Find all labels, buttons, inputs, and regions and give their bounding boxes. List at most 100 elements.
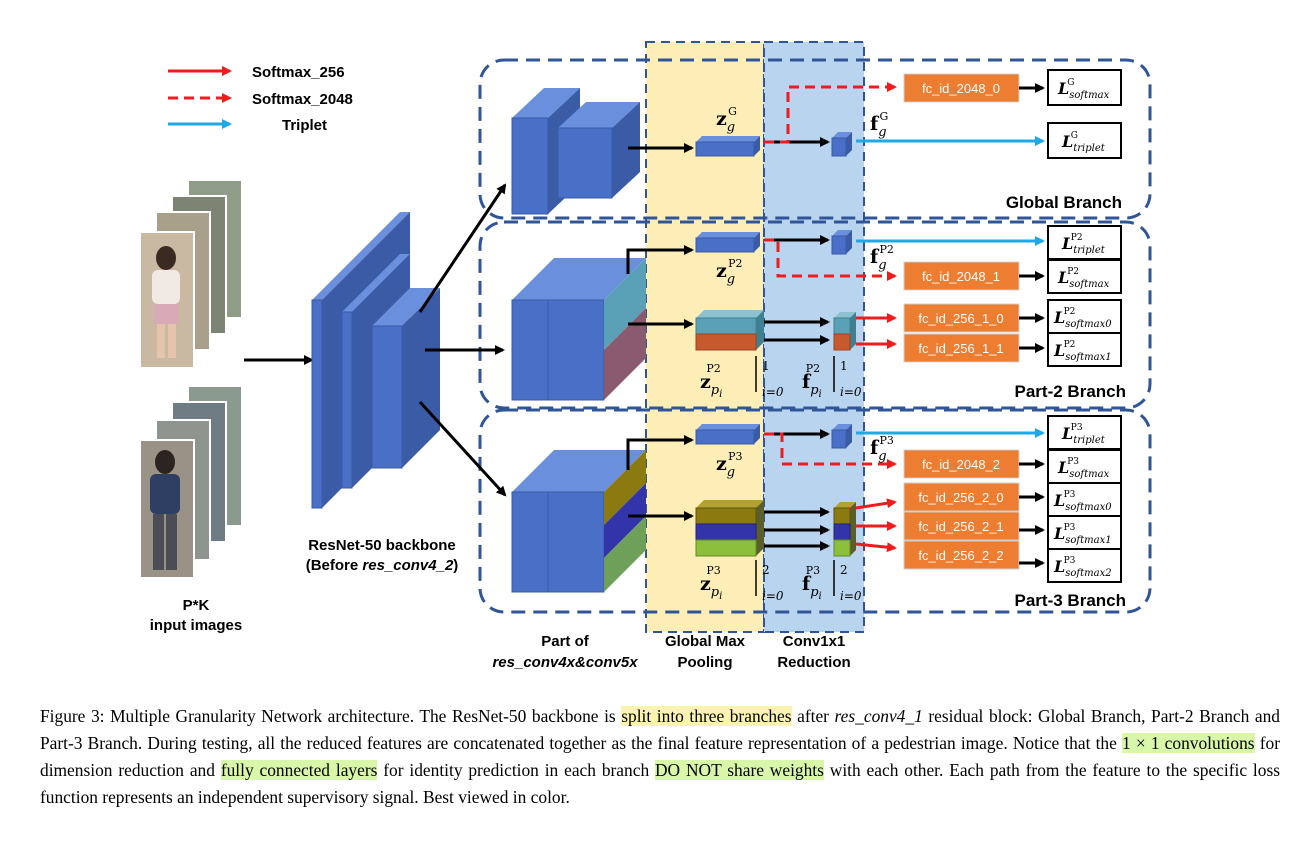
loss-triplet-p3: LtripletP3 (1047, 415, 1122, 450)
resnet50-backbone (311, 212, 440, 509)
caption-highlight-noshare: DO NOT share weights (655, 760, 824, 780)
symbol-zp-p3: zpiP3 (700, 564, 722, 602)
part3-branch-frame (478, 408, 1152, 614)
column-label-part-of-1: Part of (541, 633, 590, 650)
loss-softmax-p2: LsoftmaxP2 (1047, 259, 1122, 294)
arrow-part3-gmp-global (626, 435, 694, 470)
part3-reduced-parts (833, 502, 856, 557)
svg-text:LtripletP3: LtripletP3 (1061, 423, 1106, 446)
softmax-part3-0 (855, 498, 897, 510)
caption-highlight-fc: fully connected layers (220, 760, 378, 780)
symbol-fg-p2: fgP2 (870, 243, 894, 273)
fc-layer-p3-0: fc_id_256_2_0 (903, 482, 1020, 512)
loss-triplet-p2: LtripletP2 (1047, 225, 1122, 260)
part3-reduced-global (831, 424, 852, 449)
legend-softmax2048-label: Softmax_2048 (252, 91, 353, 108)
loss-softmax-p3: LsoftmaxP3 (1047, 449, 1122, 484)
range-lower-zp-p3: i=0 (762, 589, 784, 603)
legend: Softmax_256 Softmax_2048 Triplet (168, 64, 353, 134)
part3-res-conv-block (511, 450, 646, 593)
symbol-zg-p3: zgP3 (716, 450, 743, 480)
global-branch-frame (478, 58, 1152, 220)
svg-text:Lsoftmax2P3: Lsoftmax2P3 (1053, 556, 1112, 579)
fc-layer-g: fc_id_2048_0 (903, 73, 1020, 103)
symbol-fg-global: fgG (870, 110, 888, 140)
figure-caption: Figure 3: Multiple Granularity Network a… (40, 706, 1280, 807)
part2-reduced-global (831, 230, 852, 255)
column-label-gmp-1: Global Max (665, 633, 746, 650)
dashed-global-fc (764, 82, 897, 144)
svg-text:Lsoftmax1P3: Lsoftmax1P3 (1053, 523, 1112, 546)
caption-highlight-split: split into three branches (621, 706, 792, 726)
loss-softmax-p2-1: Lsoftmax1P2 (1047, 332, 1122, 367)
part2-reduced-parts (833, 312, 856, 351)
range-upper-zp-p3: 2 (762, 563, 770, 577)
global-reduced-feature (831, 132, 852, 157)
caption-highlight-conv: 1 × 1 convolutions (1122, 733, 1255, 753)
legend-triplet-label: Triplet (282, 117, 327, 134)
svg-text:LtripletG: LtripletG (1061, 131, 1106, 154)
svg-text:fc_id_256_2_0: fc_id_256_2_0 (918, 490, 1003, 505)
global-res-conv-block (511, 88, 640, 215)
svg-text:LsoftmaxP2: LsoftmaxP2 (1057, 267, 1110, 290)
range-lower-zp-p2: i=0 (762, 385, 784, 399)
input-image-stack-bottom (139, 385, 243, 579)
column-label-conv-1: Conv1x1 (783, 633, 846, 650)
branch-label-part3: Part-3 Branch (1015, 591, 1126, 610)
loss-softmax-p2-0: Lsoftmax0P2 (1047, 299, 1122, 334)
loss-softmax-p3-0: Lsoftmax0P3 (1047, 482, 1122, 517)
fc-layer-p3-global: fc_id_2048_2 (903, 449, 1020, 479)
svg-text:Lsoftmax1P2: Lsoftmax1P2 (1053, 340, 1112, 363)
input-label-line1: P*K (183, 597, 210, 614)
part3-pooled-global (695, 424, 760, 445)
branch-label-global: Global Branch (1006, 193, 1122, 212)
backbone-label-line1: ResNet-50 backbone (308, 537, 456, 554)
column-label-part-of-2: res_conv4x&conv5x (492, 654, 638, 671)
input-image-stack-top (139, 179, 243, 369)
loss-softmax-p3-2: Lsoftmax2P3 (1047, 548, 1122, 583)
column-label-gmp-2: Pooling (678, 654, 733, 671)
backbone-label-em: res_conv4_2 (362, 557, 454, 574)
arrow-backbone-global (418, 183, 507, 313)
fc-layer-p3-2: fc_id_256_2_2 (903, 540, 1020, 570)
range-upper-fp-p2: 1 (840, 359, 848, 373)
fc-layer-p3-1: fc_id_256_2_1 (903, 511, 1020, 541)
legend-softmax256-label: Softmax_256 (252, 64, 345, 81)
fc-layer-p2-1: fc_id_256_1_1 (903, 333, 1020, 363)
svg-text:LtripletP2: LtripletP2 (1061, 233, 1106, 256)
dashed-part3-fc (764, 432, 897, 469)
backbone-label-line2: (Before res_conv4_2) (306, 557, 459, 574)
dashed-part2-fc (764, 238, 897, 281)
svg-text:fc_id_256_1_1: fc_id_256_1_1 (918, 341, 1003, 356)
arrow-part2-gmp-global (626, 245, 694, 274)
global-pooled-feature (695, 136, 760, 157)
part2-res-conv-block (511, 258, 646, 401)
svg-text:fc_id_256_1_0: fc_id_256_1_0 (918, 311, 1003, 326)
part2-branch-frame (478, 220, 1152, 410)
svg-text:LsoftmaxG: LsoftmaxG (1057, 78, 1110, 101)
part2-pooled-global (695, 232, 760, 253)
svg-text:Lsoftmax0P2: Lsoftmax0P2 (1053, 307, 1112, 330)
loss-softmax-global: LsoftmaxG (1047, 69, 1122, 106)
svg-text:fc_id_2048_0: fc_id_2048_0 (922, 81, 1000, 96)
svg-text:fc_id_2048_1: fc_id_2048_1 (922, 269, 1000, 284)
svg-text:Lsoftmax0P3: Lsoftmax0P3 (1053, 490, 1112, 513)
svg-text:fc_id_2048_2: fc_id_2048_2 (922, 457, 1000, 472)
symbol-fg-p3: fgP3 (870, 434, 894, 464)
fc-layer-p2-global: fc_id_2048_1 (903, 261, 1020, 291)
input-label-line2: input images (150, 617, 243, 634)
range-lower-fp-p2: i=0 (840, 385, 862, 399)
softmax-part3-2 (855, 542, 897, 553)
svg-text:fc_id_256_2_2: fc_id_256_2_2 (918, 548, 1003, 563)
loss-softmax-p3-1: Lsoftmax1P3 (1047, 515, 1122, 550)
arrow-backbone-part3 (418, 400, 507, 497)
symbol-fp-p2: fpiP2 (802, 362, 822, 400)
svg-text:fc_id_256_2_1: fc_id_256_2_1 (918, 519, 1003, 534)
architecture-diagram: Softmax_256 Softmax_2048 Triplet P*K inp… (139, 41, 1152, 671)
fc-layer-p2-0: fc_id_256_1_0 (903, 303, 1020, 333)
range-lower-fp-p3: i=0 (840, 589, 862, 603)
symbol-zg-global: zgG (716, 105, 737, 135)
symbol-zg-p2: zgP2 (716, 257, 743, 287)
svg-text:LsoftmaxP3: LsoftmaxP3 (1057, 457, 1110, 480)
symbol-fp-p3: fpiP3 (802, 564, 822, 602)
